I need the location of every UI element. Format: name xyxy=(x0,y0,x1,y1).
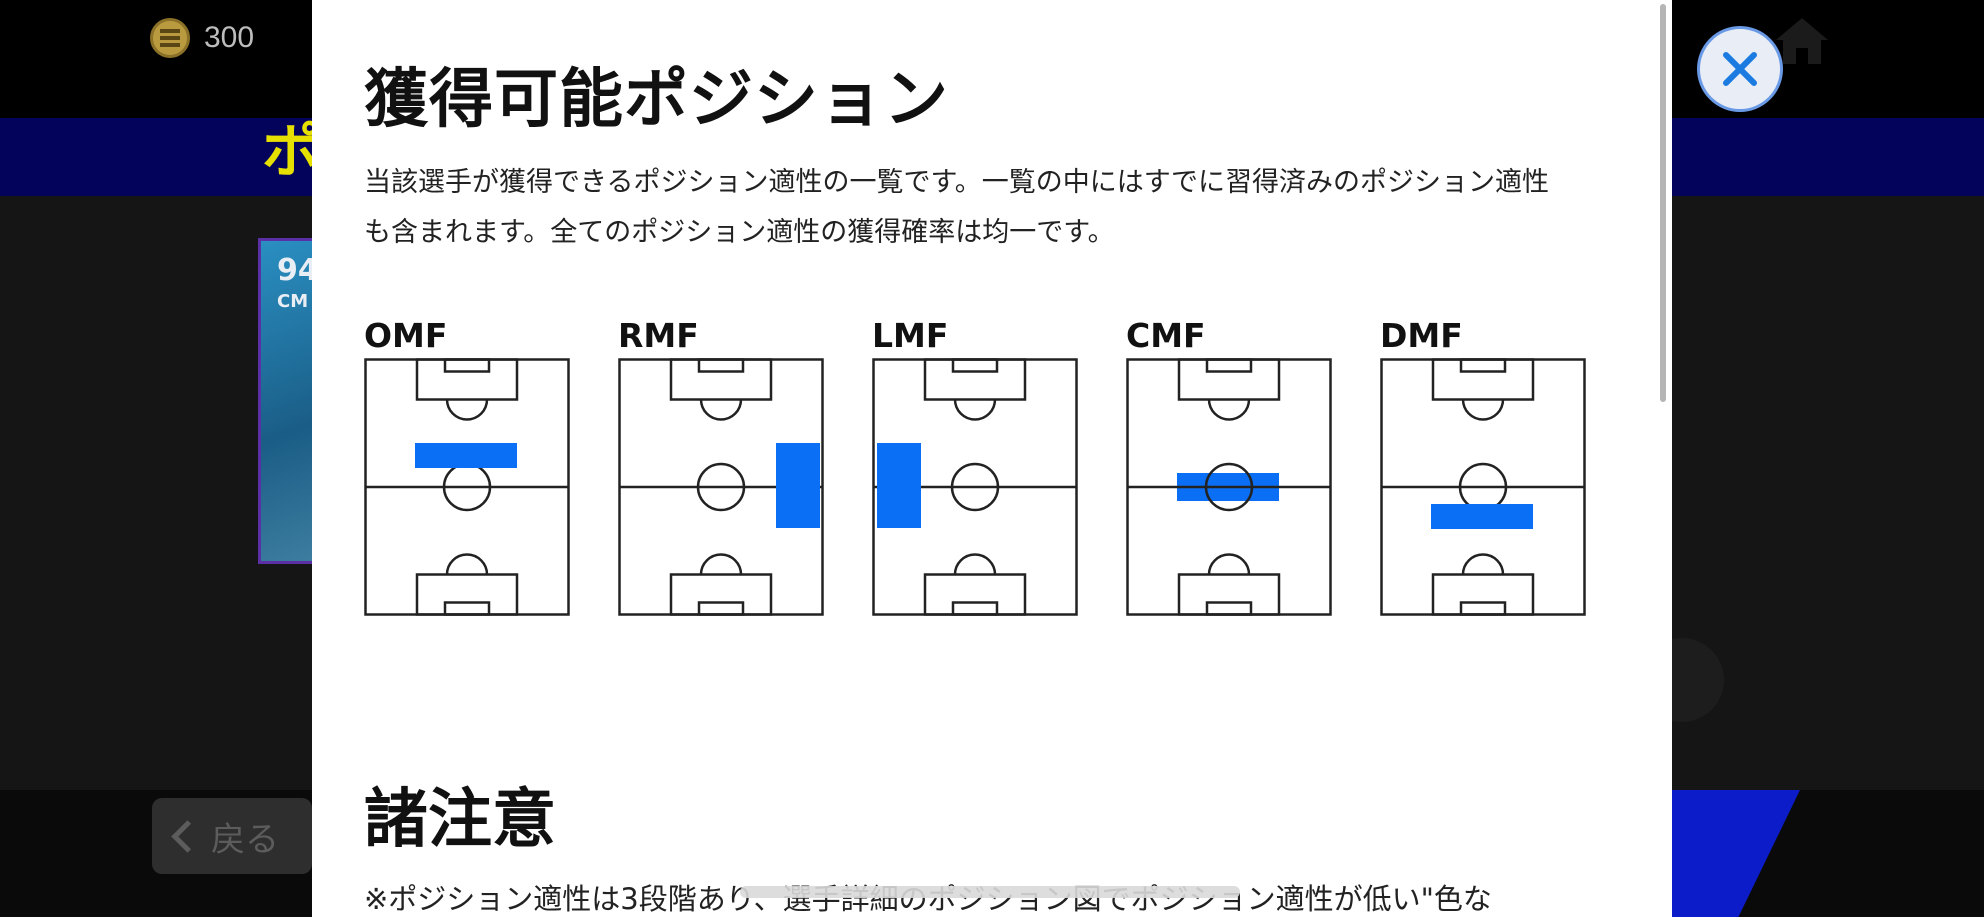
close-icon xyxy=(1723,52,1757,86)
pitch-diagram xyxy=(872,358,1078,616)
acquirable-positions-modal: 獲得可能ポジション 当該選手が獲得できるポジション適性の一覧です。一覧の中にはす… xyxy=(312,0,1672,917)
player-card[interactable]: 94 CM xyxy=(258,238,318,564)
rmf-highlight xyxy=(776,443,820,528)
omf-highlight xyxy=(415,443,517,468)
chevron-left-icon xyxy=(171,819,204,853)
close-button[interactable] xyxy=(1697,26,1783,112)
player-rating: 94 xyxy=(277,253,318,288)
player-position: CM xyxy=(277,291,309,312)
position-label: LMF xyxy=(872,316,949,355)
coin-amount: 300 xyxy=(204,21,255,54)
position-label: RMF xyxy=(618,316,699,355)
coin-balance: 300 xyxy=(150,18,254,58)
pitch-diagram xyxy=(1126,358,1332,616)
position-label: OMF xyxy=(364,316,448,355)
home-indicator[interactable] xyxy=(740,886,1240,898)
pitch-diagram xyxy=(618,358,824,616)
modal-title: 獲得可能ポジション xyxy=(364,63,949,137)
background-title: ポ xyxy=(262,117,321,185)
pitch-diagram xyxy=(1380,358,1586,616)
home-icon[interactable] xyxy=(1774,16,1830,66)
notes-title: 諸注意 xyxy=(364,783,556,857)
back-button[interactable]: 戻る xyxy=(152,798,312,874)
position-label: CMF xyxy=(1126,316,1206,355)
modal-description: 当該選手が獲得できるポジション適性の一覧です。一覧の中にはすでに習得済みのポジシ… xyxy=(364,167,1550,248)
lmf-highlight xyxy=(877,443,921,528)
pitch-diagram xyxy=(364,358,570,616)
coin-icon xyxy=(150,18,190,58)
position-label: DMF xyxy=(1380,316,1463,355)
modal-scrollbar[interactable] xyxy=(1660,4,1666,402)
back-button-label: 戻る xyxy=(211,819,279,860)
dmf-highlight xyxy=(1431,504,1533,529)
